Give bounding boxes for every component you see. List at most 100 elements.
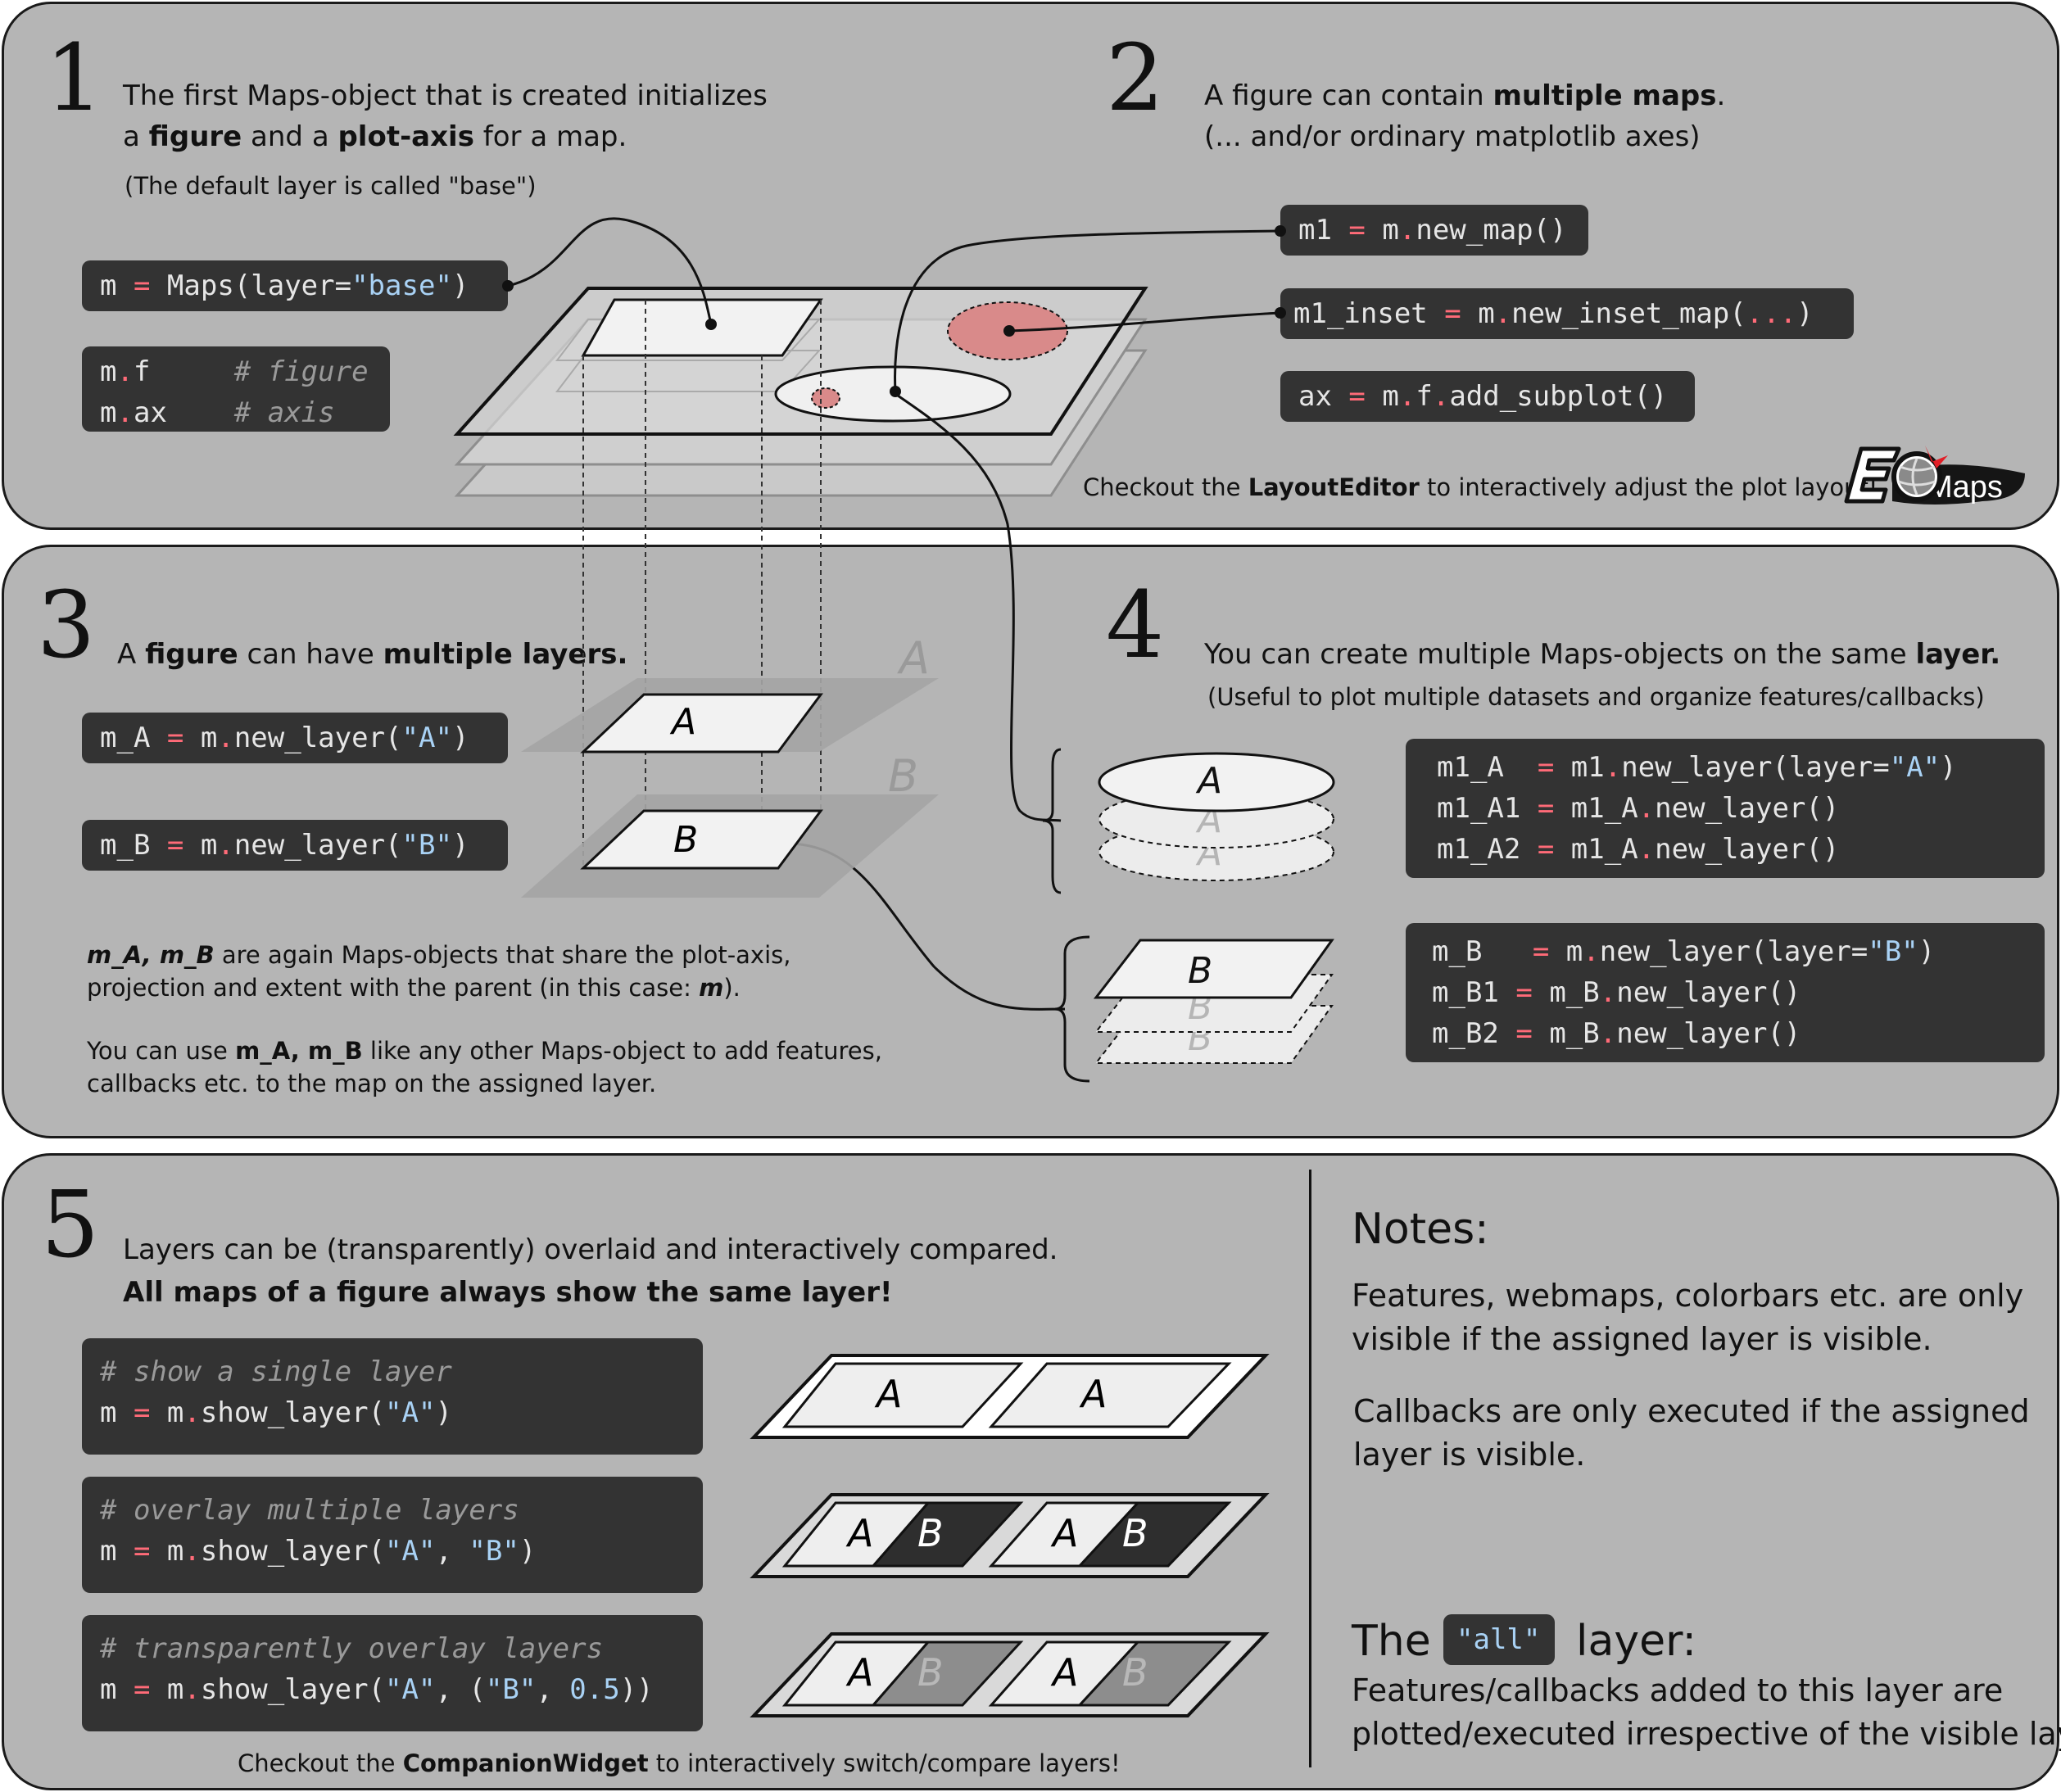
- code-token: m1_A2: [1437, 833, 1538, 866]
- layer-b-plane: [580, 809, 823, 870]
- all-layer-badge: "all": [1443, 1614, 1555, 1665]
- code-line: m1_A = m1.new_layer(layer="A"): [1437, 747, 2027, 788]
- code-new-inset-map: m1_inset = m.new_inset_map(...): [1280, 288, 1854, 339]
- code-add-subplot: ax = m.f.add_subplot(): [1280, 371, 1695, 422]
- code-operator: .: [1494, 297, 1512, 330]
- notes-callbacks-line1: Callbacks are only executed if the assig…: [1353, 1393, 2030, 1429]
- preview-label-a: A: [874, 1372, 902, 1416]
- panel2-line2: (... and/or ordinary matplotlib axes): [1204, 120, 1701, 153]
- code-token: ): [1940, 751, 1957, 784]
- all-layer-the: The: [1352, 1617, 1431, 1666]
- code-operator: .: [1398, 380, 1416, 413]
- companion-widget-name: CompanionWidget: [402, 1749, 649, 1777]
- code-token: m_B: [1532, 976, 1600, 1009]
- code-operator: .: [1637, 833, 1656, 866]
- code-token: m: [150, 1535, 184, 1568]
- brace-b: [1054, 935, 1090, 1083]
- code-token: m: [100, 355, 117, 388]
- panel3-desc-text: You can use: [87, 1037, 236, 1065]
- code-token: m_B2: [1432, 1017, 1516, 1050]
- panel1-line2-text-a: a: [123, 120, 149, 153]
- code-operator: =: [1537, 792, 1555, 825]
- code-token: ax: [133, 396, 234, 429]
- code-token: m: [100, 1673, 134, 1706]
- code-operator: =: [1515, 976, 1533, 1009]
- panel3-desc-text: projection and extent with the parent (i…: [87, 974, 700, 1002]
- notes-divider: [1309, 1170, 1311, 1767]
- panel4-subtitle: (Useful to plot multiple datasets and or…: [1207, 683, 1985, 711]
- code-operator: .: [1637, 792, 1656, 825]
- panel3-desc-text: are again Maps-objects that share the pl…: [214, 941, 791, 969]
- code-new-layer-a: m_A = m.new_layer("A"): [82, 713, 508, 763]
- panel2-multiple-maps: multiple maps: [1493, 79, 1717, 112]
- code-token: m: [100, 269, 134, 302]
- code-token: new_layer(): [1616, 1017, 1801, 1050]
- code-operator: =: [133, 1396, 151, 1429]
- code-token: f: [133, 355, 234, 388]
- code-operator: .: [1599, 1017, 1617, 1050]
- code-line: m_B1 = m_B.new_layer(): [1432, 972, 2027, 1013]
- code-operator: .: [183, 1673, 201, 1706]
- preview-label-a: A: [845, 1511, 873, 1555]
- panel3-desc-objects: m_A, m_B: [235, 1037, 363, 1065]
- code-operator: =: [1348, 380, 1366, 413]
- code-token: m: [1549, 935, 1583, 968]
- code-operator: =: [1537, 833, 1555, 866]
- panel2-line1-dot: .: [1716, 79, 1726, 112]
- panel3-desc-2: projection and extent with the parent (i…: [87, 971, 741, 1007]
- layer-stack-3: A B A B: [521, 632, 939, 898]
- step-number-5: 5: [41, 1172, 100, 1278]
- panel3-desc-3: You can use m_A, m_B like any other Maps…: [87, 1034, 882, 1070]
- panel2-line1: A figure can contain multiple maps.: [1204, 75, 1725, 117]
- panel1-line1-text: The first Maps-object that is created in…: [123, 79, 768, 112]
- preview-label-b: B: [1122, 1511, 1148, 1555]
- code-string: "B": [469, 1535, 519, 1568]
- code-comment: # overlay multiple layers: [100, 1494, 519, 1527]
- code-operator: ...: [1746, 297, 1797, 330]
- code-token: new_inset_map(: [1511, 297, 1746, 330]
- panel5-line2: All maps of a figure always show the sam…: [123, 1276, 893, 1309]
- inset-map-small: [811, 387, 840, 409]
- code-token: m1_inset: [1293, 297, 1445, 330]
- code-token: m: [183, 722, 218, 754]
- parallelogram-stack: B B B: [1054, 935, 1334, 1083]
- code-token: add_subplot(): [1449, 380, 1668, 413]
- code-token: m_B: [1432, 935, 1533, 968]
- code-token: m1_A: [1554, 833, 1638, 866]
- code-operator: .: [1583, 935, 1600, 968]
- figure-stack: [453, 287, 1148, 497]
- code-token: m: [150, 1396, 184, 1429]
- code-token: m1: [1554, 751, 1605, 784]
- code-token: show_layer(: [200, 1396, 386, 1429]
- code-token: m: [1365, 214, 1399, 247]
- code-number: 0.5: [569, 1673, 620, 1706]
- step-number-1: 1: [45, 25, 104, 132]
- code-string: "A": [401, 722, 452, 754]
- code-token: m: [100, 1535, 134, 1568]
- code-token: new_layer(): [1655, 792, 1840, 825]
- preview-overlay: A B A B: [750, 1493, 1270, 1578]
- preview-label-b: B: [1122, 1650, 1148, 1695]
- code-operator: .: [116, 355, 134, 388]
- code-comment: # transparently overlay layers: [100, 1632, 604, 1665]
- eomaps-logo: Maps: [1835, 434, 2032, 516]
- code-token: , (: [435, 1673, 486, 1706]
- panel3-desc-1: m_A, m_B are again Maps-objects that sha…: [87, 938, 790, 974]
- panel1-line2-text-c: and a: [242, 120, 338, 153]
- code-token: new_layer(layer=: [1621, 751, 1890, 784]
- code-token: m1: [1298, 214, 1349, 247]
- main-map-axis: [581, 298, 823, 357]
- all-layer-desc-line2: plotted/executed irrespective of the vis…: [1352, 1716, 2061, 1752]
- code-operator: .: [116, 396, 134, 429]
- panel3-title-figure: figure: [145, 638, 238, 671]
- code-token: f: [1416, 380, 1433, 413]
- code-string: "A": [1889, 751, 1941, 784]
- code-operator: =: [133, 269, 151, 302]
- code-token: show_layer(: [200, 1535, 386, 1568]
- panel3-desc-m: m: [699, 974, 724, 1002]
- code-token: Maps(layer=: [150, 269, 352, 302]
- brace-a: [1042, 748, 1062, 894]
